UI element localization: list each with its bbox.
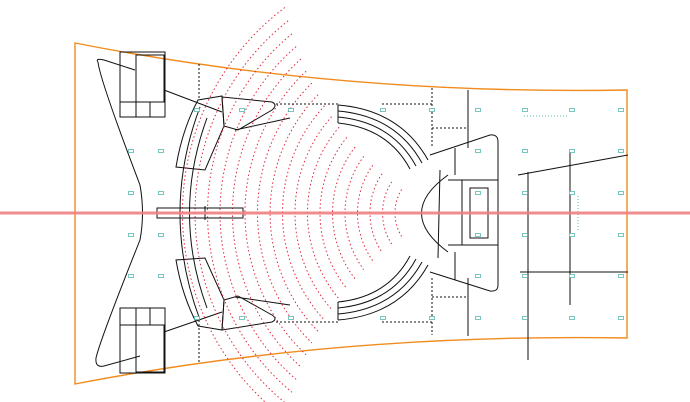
column-marker <box>618 316 624 320</box>
column-marker <box>569 149 575 153</box>
column-marker <box>288 316 294 320</box>
column-marker <box>288 108 294 112</box>
column-marker <box>475 191 481 195</box>
column-marker <box>569 316 575 320</box>
lower-stair-block <box>119 307 166 374</box>
column-marker <box>569 108 575 112</box>
seating-row <box>319 137 348 289</box>
rear-wing-lines <box>467 90 629 360</box>
entrance-plaza-outline <box>95 58 143 367</box>
column-marker <box>239 316 245 320</box>
column-marker <box>158 191 164 195</box>
column-marker <box>522 274 528 278</box>
site-boundary <box>74 42 628 385</box>
column-marker <box>239 108 245 112</box>
column-marker <box>128 191 134 195</box>
column-marker <box>475 233 481 237</box>
connector-lines <box>163 89 291 333</box>
column-marker <box>618 191 624 195</box>
upper-stair-block <box>119 51 166 118</box>
column-marker <box>618 274 624 278</box>
column-marker <box>522 149 528 153</box>
column-marker <box>475 108 481 112</box>
column-marker <box>475 149 481 153</box>
seating-row <box>194 20 289 402</box>
column-marker <box>618 108 624 112</box>
seating-row <box>269 94 319 332</box>
seating-row <box>181 7 286 402</box>
seating-row <box>244 70 307 356</box>
column-marker <box>522 233 528 237</box>
column-marker <box>380 108 386 112</box>
side-galleries <box>337 104 429 321</box>
column-marker <box>158 149 164 153</box>
column-marker <box>522 191 528 195</box>
column-marker <box>128 274 134 278</box>
column-marker <box>569 233 575 237</box>
column-marker <box>618 149 624 153</box>
column-marker <box>569 191 575 195</box>
column-marker <box>194 316 200 320</box>
column-marker <box>475 316 481 320</box>
column-marker <box>158 233 164 237</box>
column-marker <box>194 108 200 112</box>
column-marker <box>380 316 386 320</box>
column-marker <box>522 316 528 320</box>
column-marker <box>618 233 624 237</box>
column-marker <box>522 108 528 112</box>
column-marker <box>158 274 164 278</box>
column-marker <box>429 108 435 112</box>
side-boxes <box>175 95 276 331</box>
column-marker <box>569 274 575 278</box>
column-marker <box>429 316 435 320</box>
column-marker <box>128 233 134 237</box>
seating-row <box>369 173 383 253</box>
dotted-grid <box>198 64 468 362</box>
seating-row <box>357 165 374 261</box>
seating-row <box>282 105 325 321</box>
column-marker <box>128 149 134 153</box>
structural-columns <box>128 108 624 320</box>
column-marker <box>475 274 481 278</box>
